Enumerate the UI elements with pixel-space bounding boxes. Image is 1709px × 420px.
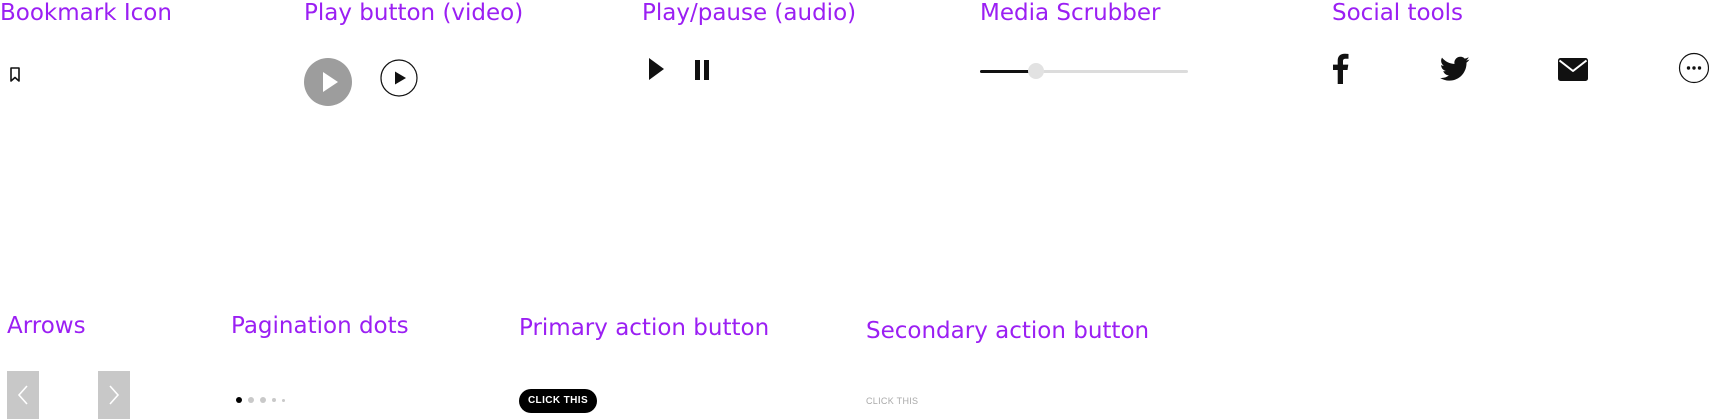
pagination-dot[interactable]: [272, 398, 276, 402]
heading-social-tools: Social tools: [1332, 0, 1464, 26]
heading-secondary-action-button: Secondary action button: [866, 318, 1150, 344]
chevron-right-icon: [109, 385, 120, 405]
arrow-right-button[interactable]: [98, 371, 130, 419]
bookmark-icon[interactable]: [8, 66, 22, 83]
twitter-icon[interactable]: [1440, 56, 1470, 82]
arrow-left-button[interactable]: [7, 371, 39, 419]
play-filled-button[interactable]: [304, 58, 352, 106]
secondary-action-button[interactable]: CLICK THIS: [866, 396, 919, 406]
scrubber-track[interactable]: [980, 70, 1188, 73]
pause-icon: [695, 60, 709, 80]
facebook-icon[interactable]: [1330, 52, 1350, 84]
play-outline-button[interactable]: [380, 59, 418, 97]
primary-action-button[interactable]: CLICK THIS: [519, 389, 597, 413]
more-icon[interactable]: [1678, 52, 1709, 84]
play-outline-icon: [395, 71, 406, 85]
pagination-dot[interactable]: [282, 398, 285, 402]
heading-primary-action-button: Primary action button: [519, 315, 770, 341]
play-icon: [649, 58, 664, 80]
scrubber-progress: [980, 70, 1036, 73]
play-filled-icon: [323, 72, 338, 92]
pagination-dots: [236, 395, 285, 405]
audio-play-button[interactable]: [647, 57, 667, 81]
heading-play-button-video: Play button (video): [304, 0, 524, 26]
audio-pause-button[interactable]: [693, 59, 713, 81]
heading-play-pause-audio: Play/pause (audio): [642, 0, 857, 26]
media-scrubber[interactable]: [980, 60, 1190, 82]
pagination-dot[interactable]: [260, 397, 266, 403]
heading-arrows: Arrows: [7, 313, 86, 339]
heading-pagination-dots: Pagination dots: [231, 313, 409, 339]
chevron-left-icon: [17, 385, 28, 405]
pagination-dot[interactable]: [248, 397, 254, 403]
heading-media-scrubber: Media Scrubber: [980, 0, 1161, 26]
email-icon[interactable]: [1558, 58, 1588, 81]
heading-bookmark-icon: Bookmark Icon: [0, 0, 172, 26]
pagination-dot[interactable]: [236, 397, 242, 403]
scrubber-handle[interactable]: [1028, 63, 1044, 79]
